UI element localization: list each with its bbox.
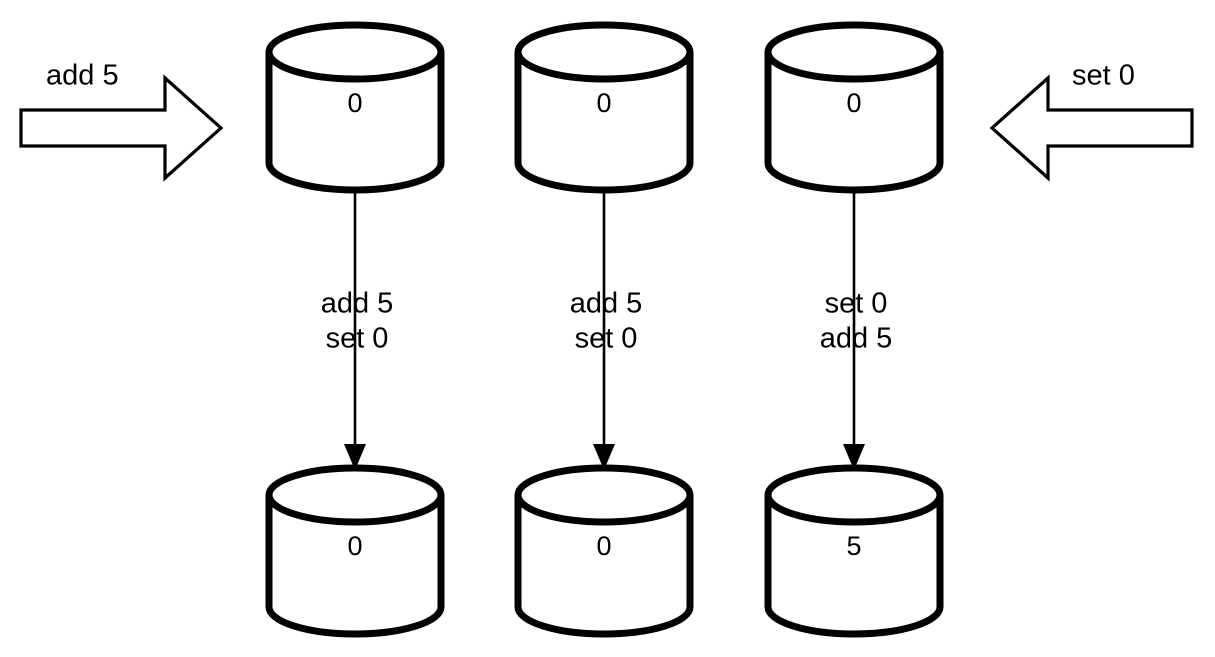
replica-3-top-cylinder: 0 [764, 21, 944, 194]
replica-2-bottom-cylinder-lid [514, 464, 694, 526]
replica-3-top-cylinder-lid [764, 21, 944, 83]
right-input-arrow-label: set 0 [1072, 60, 1135, 92]
replica-1-top-cylinder: 0 [265, 21, 445, 194]
replica-1-connector-arrowhead [344, 444, 366, 470]
replica-2-connector-arrowhead [593, 444, 615, 470]
replica-3-op-line-1: set 0 [825, 288, 888, 320]
replica-3-bottom-value: 5 [846, 531, 861, 561]
left-input-arrow-shape [19, 74, 224, 182]
replica-2-top-cylinder-lid [514, 21, 694, 83]
replica-1-op-line-1: add 5 [321, 288, 394, 320]
right-input-arrow [989, 74, 1194, 182]
replica-1-bottom-cylinder-lid [265, 464, 445, 526]
replica-1-op-line-2: set 0 [326, 323, 389, 355]
replica-2-op-line-2: set 0 [575, 323, 638, 355]
replica-3-top-value: 0 [846, 88, 861, 118]
replica-3-op-line-2: add 5 [820, 323, 893, 355]
replica-2-top-value: 0 [596, 88, 611, 118]
left-input-arrow [19, 74, 224, 182]
replica-2-top-cylinder-body [514, 48, 694, 194]
replica-1-top-value: 0 [347, 88, 362, 118]
replica-2-top-cylinder: 0 [514, 21, 694, 194]
replica-3-connector-arrowhead [843, 444, 865, 470]
replica-3-connector [843, 190, 865, 470]
replica-2-connector [593, 190, 615, 470]
replica-3-top-cylinder-body [764, 48, 944, 194]
left-input-arrow-label: add 5 [46, 60, 119, 92]
replica-3-bottom-cylinder-body [764, 491, 944, 638]
right-input-arrow-shape [989, 74, 1194, 182]
replica-3-bottom-cylinder-lid [764, 464, 944, 526]
replica-3-bottom-cylinder: 5 [764, 464, 944, 638]
replica-1-bottom-cylinder-body [265, 491, 445, 638]
replica-1-top-cylinder-body [265, 48, 445, 194]
replica-1-bottom-value: 0 [347, 531, 362, 561]
replica-2-bottom-cylinder-body [514, 491, 694, 638]
replica-1-top-cylinder-lid [265, 21, 445, 83]
replica-1-bottom-cylinder: 0 [265, 464, 445, 638]
replica-2-bottom-value: 0 [596, 531, 611, 561]
replica-2-bottom-cylinder: 0 [514, 464, 694, 638]
replica-1-connector [344, 190, 366, 470]
replica-2-op-line-1: add 5 [570, 288, 643, 320]
